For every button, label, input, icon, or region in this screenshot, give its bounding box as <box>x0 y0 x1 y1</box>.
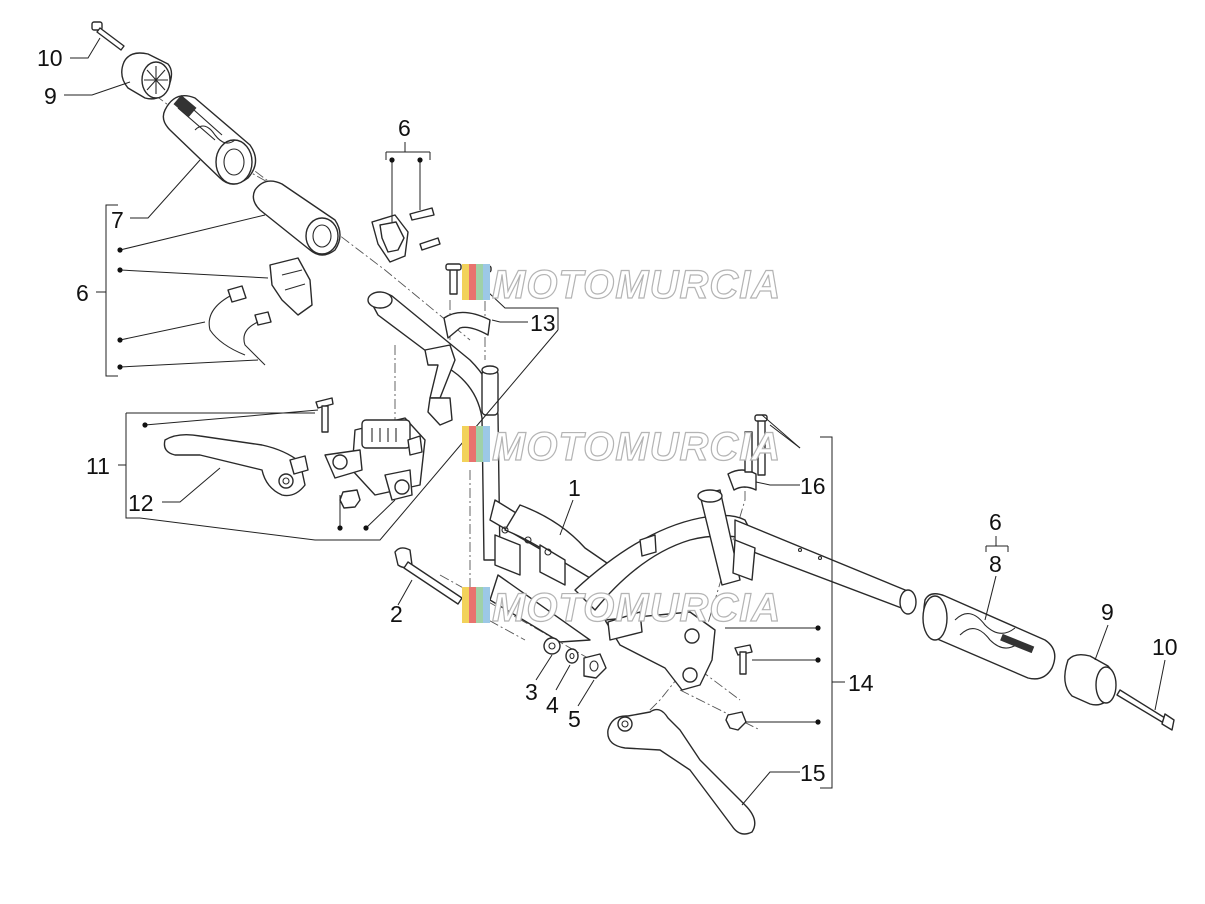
callout-14: 14 <box>848 670 874 696</box>
callout-10: 10 <box>1152 634 1178 660</box>
callout-11: 11 <box>86 453 110 479</box>
handlebar-frame <box>367 291 917 643</box>
switch-housing <box>371 207 441 263</box>
right-bar-end-9 <box>1064 653 1117 706</box>
callout-4: 4 <box>546 692 559 718</box>
spacer-5 <box>583 653 607 679</box>
watermark-2: MOTOMURCIA <box>462 424 781 470</box>
bullet-dots <box>117 157 821 725</box>
watermark-text: MOTOMURCIA <box>492 425 781 469</box>
callout-5: 5 <box>568 706 581 732</box>
right-bolt-10 <box>1116 689 1175 731</box>
callout-15: 15 <box>800 760 826 786</box>
washer-3 <box>543 637 561 655</box>
left-master-cylinder <box>315 397 426 509</box>
callout-6: 6 <box>398 115 411 141</box>
watermark-1: MOTOMURCIA <box>462 262 781 308</box>
left-throttle-tube <box>252 180 341 256</box>
left-bar-end-9 <box>121 52 173 100</box>
callout-6: 6 <box>76 280 89 306</box>
callout-7: 7 <box>111 207 124 233</box>
throttle-housing <box>269 257 313 316</box>
left-bolt-10 <box>91 21 125 51</box>
bolt-2 <box>394 547 463 605</box>
watermark-text: MOTOMURCIA <box>492 586 781 630</box>
right-master-cylinder <box>604 611 753 731</box>
right-grip-8 <box>922 593 1056 680</box>
callout-1: 1 <box>568 475 581 501</box>
right-brake-lever <box>607 708 756 835</box>
callout-10: 10 <box>37 45 63 71</box>
left-grip-7 <box>162 94 257 185</box>
callout-8: 8 <box>989 551 1002 577</box>
callout-6: 6 <box>989 509 1002 535</box>
watermark-3: MOTOMURCIA <box>462 585 781 631</box>
callout-16: 16 <box>800 473 826 499</box>
washer-4 <box>565 648 579 664</box>
callout-3: 3 <box>525 679 538 705</box>
left-brake-lever <box>163 433 309 497</box>
callout-13: 13 <box>530 310 556 336</box>
watermark-text: MOTOMURCIA <box>492 263 781 307</box>
throttle-cables <box>208 285 272 366</box>
callout-2: 2 <box>390 601 403 627</box>
callout-labels: 10 9 7 6 6 13 11 12 1 16 2 3 4 5 6 8 9 1… <box>37 45 1178 786</box>
callout-9: 9 <box>1101 599 1114 625</box>
callout-12: 12 <box>128 490 154 516</box>
right-clamp-16 <box>727 414 768 491</box>
callout-9: 9 <box>44 83 57 109</box>
cable-bracket <box>424 344 456 426</box>
